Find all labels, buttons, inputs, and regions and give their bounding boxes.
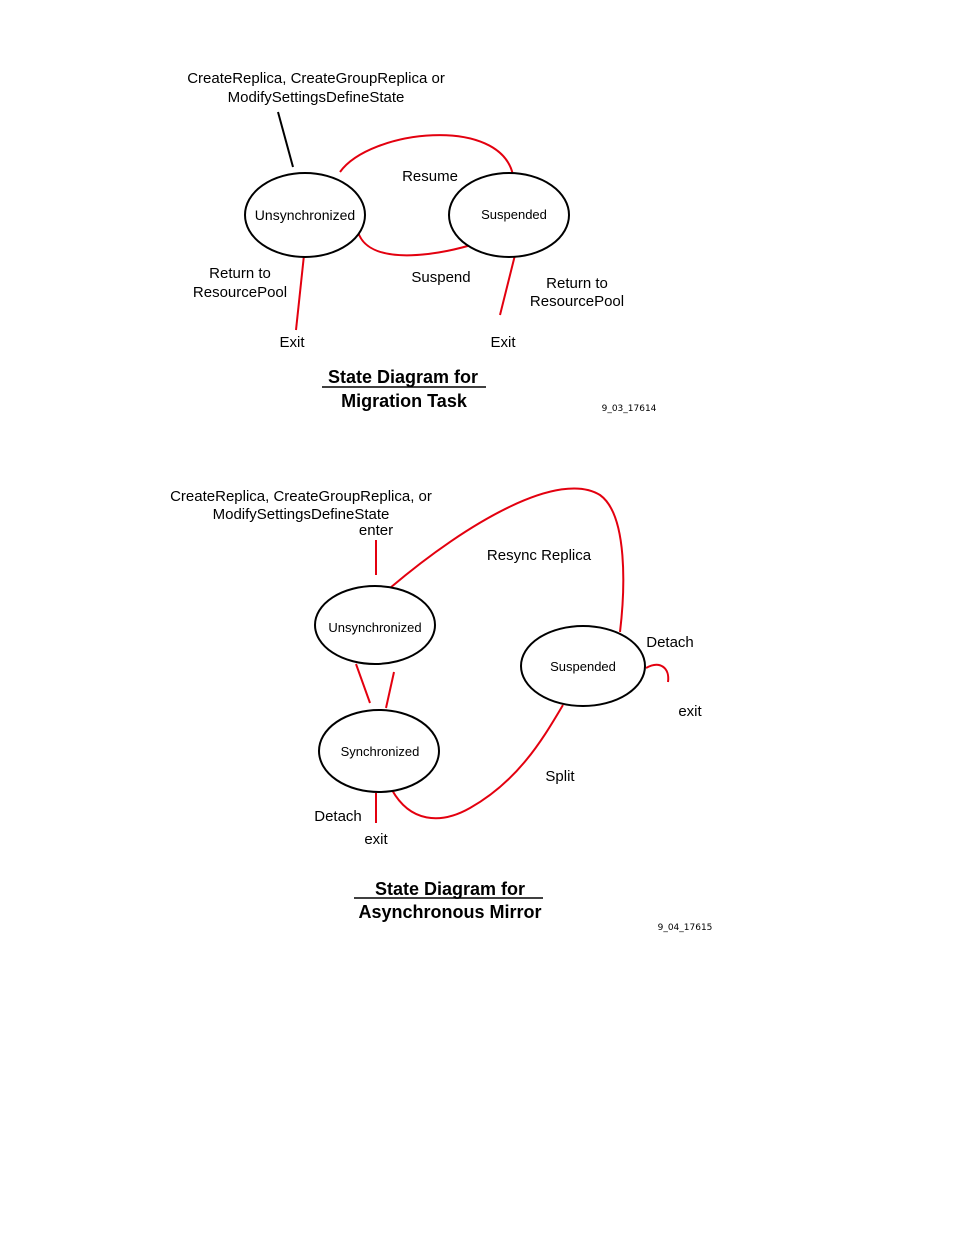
d2-enter-label: enter <box>359 522 393 539</box>
d1-return-left-line2: ResourcePool <box>193 284 287 301</box>
d1-entry-label-line1: CreateReplica, CreateGroupReplica or <box>187 70 445 87</box>
d1-entry-label-line2: ModifySettingsDefineState <box>228 89 405 106</box>
d2-resync-transition <box>389 487 625 633</box>
d1-resume-transition <box>339 134 514 176</box>
d2-state-suspended-label: Suspended <box>550 659 616 674</box>
d1-suspend-transition <box>357 231 475 257</box>
d2-detach-right-transition <box>645 663 670 683</box>
d1-resume-label: Resume <box>402 168 458 185</box>
d1-return-right-line2: ResourcePool <box>530 293 624 310</box>
migration-task-diagram: CreateReplica, CreateGroupReplica or Mod… <box>187 70 656 414</box>
d1-entry-transition <box>277 111 294 168</box>
d2-sync-to-unsync-transition <box>385 671 395 709</box>
d2-split-transition <box>391 704 564 820</box>
d1-return-left-line1: Return to <box>209 265 271 282</box>
d2-entry-label-line1: CreateReplica, CreateGroupReplica, or <box>170 488 432 505</box>
d2-detach-right-label: Detach <box>646 634 694 651</box>
d1-exit-left-label: Exit <box>279 334 305 351</box>
d1-exit-left-transition <box>295 254 305 331</box>
d1-title-line2: Migration Task <box>341 391 468 411</box>
d2-detach-bottom-label: Detach <box>314 808 362 825</box>
d2-title-line2: Asynchronous Mirror <box>358 902 541 922</box>
d2-split-label: Split <box>545 768 575 785</box>
d1-state-suspended <box>448 172 570 258</box>
d2-state-synchronized <box>318 709 440 793</box>
d1-exit-right-transition <box>499 254 516 316</box>
asynchronous-mirror-diagram: CreateReplica, CreateGroupReplica, or Mo… <box>170 487 713 933</box>
d2-state-suspended <box>520 625 646 707</box>
d1-figure-id: 9_03_17614 <box>602 404 657 414</box>
d2-state-unsynchronized <box>314 585 436 665</box>
d1-suspend-label: Suspend <box>411 269 470 286</box>
d1-title-line1: State Diagram for <box>328 367 478 387</box>
d2-unsync-to-sync-transition <box>355 663 371 704</box>
d1-state-suspended-label: Suspended <box>481 207 547 222</box>
d1-return-right-line1: Return to <box>546 275 608 292</box>
d1-state-unsynchronized <box>244 172 366 258</box>
d2-figure-id: 9_04_17615 <box>658 923 713 933</box>
d2-entry-label-line2: ModifySettingsDefineState <box>213 506 390 523</box>
d2-title-line1: State Diagram for <box>375 879 525 899</box>
d2-state-synchronized-label: Synchronized <box>341 744 420 759</box>
d2-state-unsynchronized-label: Unsynchronized <box>328 620 421 635</box>
d2-resync-label: Resync Replica <box>487 547 592 564</box>
d1-state-unsynchronized-label: Unsynchronized <box>255 207 355 223</box>
d2-exit-right-label: exit <box>678 703 702 720</box>
d2-exit-bottom-label: exit <box>364 831 388 848</box>
d1-exit-right-label: Exit <box>490 334 516 351</box>
